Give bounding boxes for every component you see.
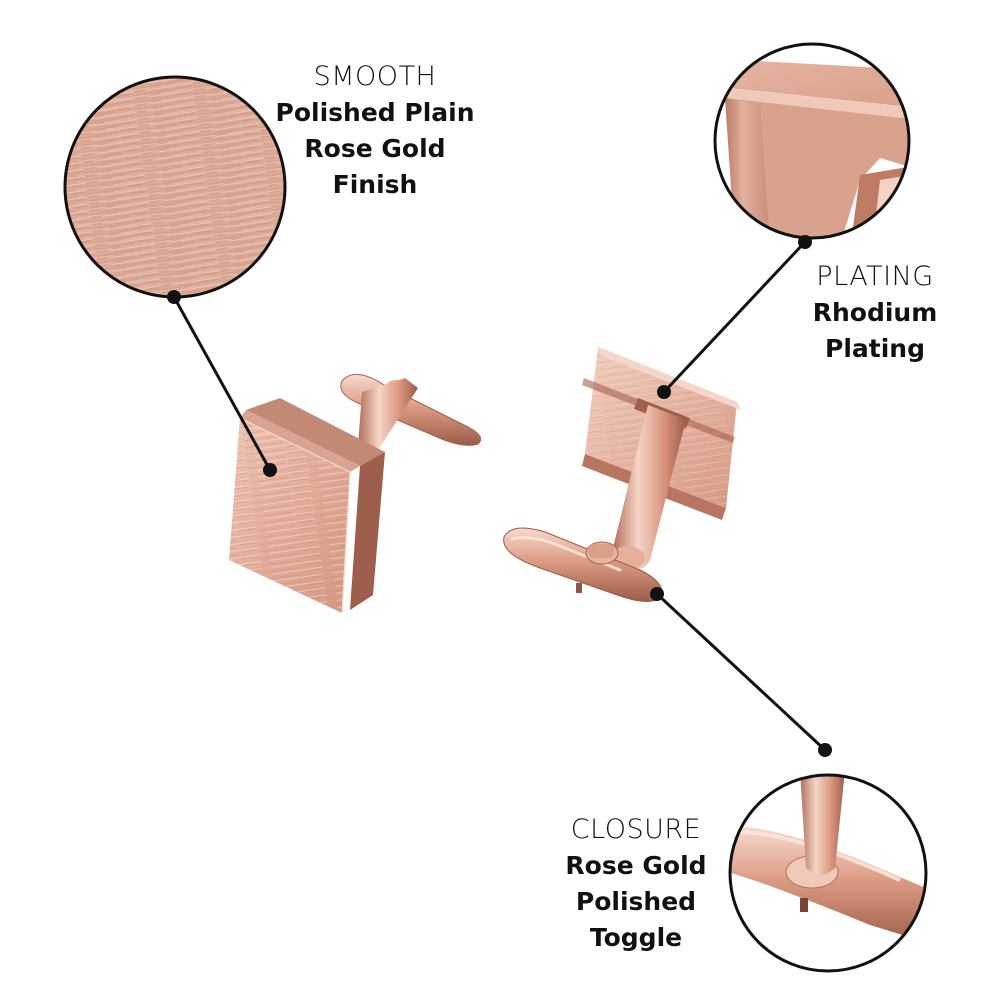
closure-detail-line-2: Polished <box>575 887 697 916</box>
finish-zoom-circle <box>63 75 287 299</box>
closure-detail-line-3: Toggle <box>589 923 683 952</box>
finish-heading: SMOOTH <box>313 61 437 92</box>
leader-line-finish <box>167 290 277 477</box>
plating-detail-line-1: Rhodium <box>812 298 938 327</box>
plating-heading: PLATING <box>816 261 934 292</box>
left-cufflink <box>229 374 482 614</box>
finish-detail-line-3: Finish <box>332 170 418 199</box>
right-cufflink <box>503 347 741 602</box>
closure-zoom-circle <box>728 773 928 973</box>
plating-callout: PLATING Rhodium Plating <box>792 259 958 367</box>
finish-detail-line-1: Polished Plain <box>275 98 475 127</box>
finish-callout: SMOOTH Polished Plain Rose Gold Finish <box>262 59 488 203</box>
plating-detail-line-2: Plating <box>825 334 925 363</box>
closure-heading: CLOSURE <box>570 814 702 845</box>
closure-callout: CLOSURE Rose Gold Polished Toggle <box>540 812 732 956</box>
finish-detail-line-2: Rose Gold <box>304 134 446 163</box>
leader-line-closure <box>650 587 832 757</box>
plating-zoom-circle <box>713 42 911 240</box>
leader-line-plating <box>657 235 812 399</box>
closure-detail-line-1: Rose Gold <box>565 851 707 880</box>
